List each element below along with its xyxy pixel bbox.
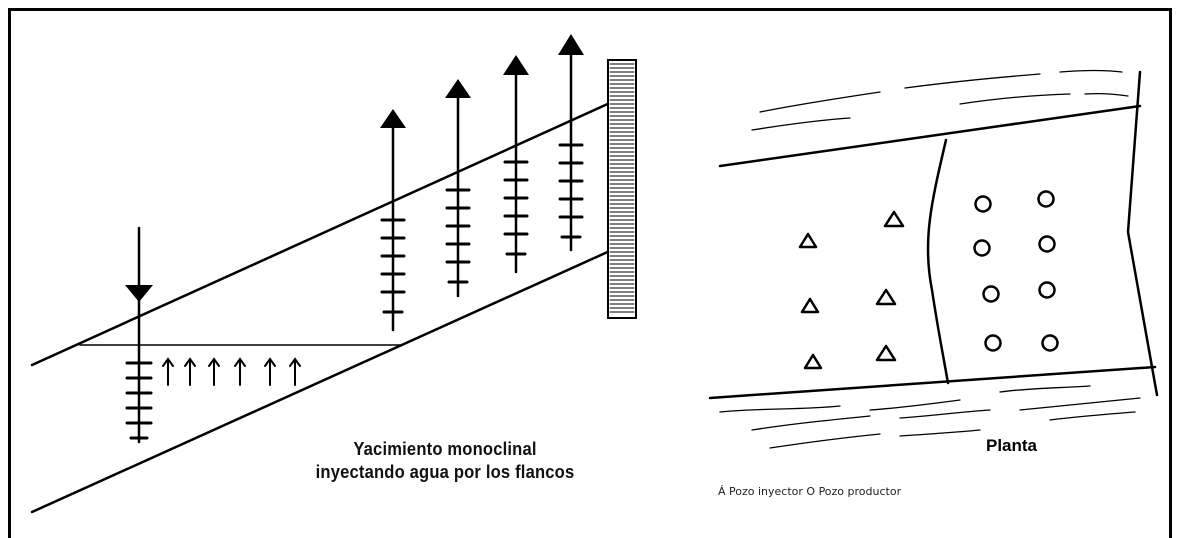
reservoir-bottom-boundary	[30, 248, 614, 514]
plan-south-boundary	[708, 365, 1157, 400]
strata-lines-upper	[751, 69, 1129, 131]
monocline-cross-section	[30, 34, 637, 514]
injector-well-icon	[798, 232, 818, 249]
producer-well-icon	[974, 195, 992, 213]
producer-well-icon	[1041, 334, 1059, 352]
injector-well-icon	[875, 344, 897, 362]
figure-frame	[8, 8, 1172, 538]
injection-arrowhead	[125, 285, 153, 302]
injector-well-icon	[875, 288, 897, 306]
producer-well-3	[503, 55, 529, 274]
fault-hatched-block	[607, 59, 637, 319]
producer-well-icon	[982, 285, 1000, 303]
producer-well-4	[558, 34, 584, 252]
well-legend: Á Pozo inyector O Pozo productor	[718, 485, 902, 498]
water-front-line	[926, 138, 950, 385]
producer-well-icon	[1037, 190, 1055, 208]
cross-section-caption-line1: Yacimiento monoclinal	[353, 439, 537, 459]
injector-wells	[798, 210, 905, 370]
producer-well-icon	[984, 334, 1002, 352]
producer-well-1	[380, 109, 406, 332]
injector-well-icon	[800, 297, 820, 314]
cross-section-caption-line2: inyectando agua por los flancos	[315, 462, 575, 482]
producer-well-icon	[973, 239, 991, 257]
producer-well-2	[445, 79, 471, 298]
water-flow-arrows	[162, 357, 301, 386]
injector-well	[125, 226, 153, 444]
producer-well-icon	[1038, 235, 1056, 253]
producer-wells	[973, 190, 1059, 352]
plan-east-boundary	[1126, 70, 1159, 397]
injector-well-icon	[883, 210, 905, 228]
strata-lines-lower	[719, 385, 1141, 449]
plan-view	[708, 69, 1159, 449]
producer-well-icon	[1038, 281, 1056, 299]
plan-view-title: Planta	[986, 436, 1038, 455]
injector-well-icon	[803, 353, 823, 370]
plan-north-boundary	[718, 104, 1142, 168]
